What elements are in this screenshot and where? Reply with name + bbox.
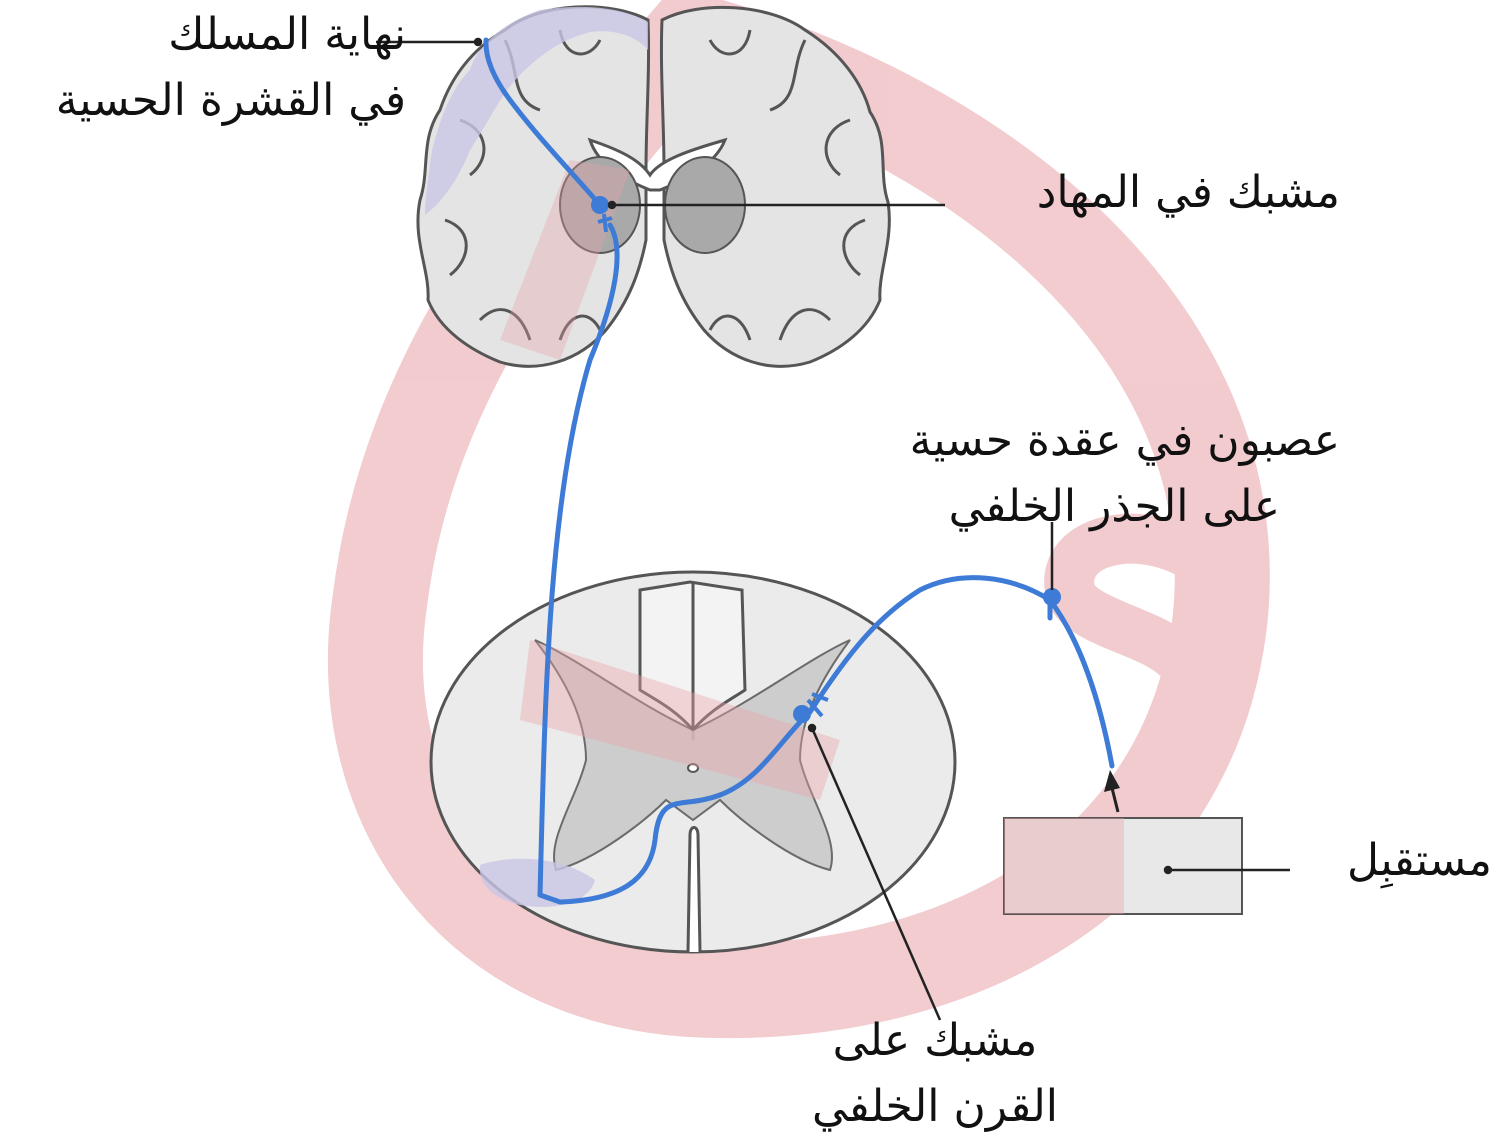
receptor-overlay — [1004, 818, 1124, 914]
ventral-fissure — [688, 828, 700, 953]
label-dorsal-horn-synapse: مشبك على القرن الخلفي — [770, 1008, 1100, 1140]
label-receptor-text: مستقبِل — [1296, 828, 1492, 894]
label-ganglion-neuron: عصبون في عقدة حسية على الجذر الخلفي — [800, 408, 1340, 540]
label-dorsal-horn-synapse-line2: القرن الخلفي — [770, 1074, 1100, 1140]
spinal-cord-section — [431, 572, 955, 952]
dorsal-horn-synapse-dot — [793, 705, 811, 723]
label-receptor: مستقبِل — [1296, 828, 1492, 894]
thalamus-synapse-dot — [591, 196, 609, 214]
label-dorsal-horn-synapse-line1: مشبك على — [770, 1008, 1100, 1074]
label-ganglion-neuron-line1: عصبون في عقدة حسية — [800, 408, 1340, 474]
label-tract-end: نهاية المسلك في القشرة الحسية — [6, 2, 406, 134]
ganglion-neuron-body — [1043, 588, 1061, 606]
label-tract-end-line2: في القشرة الحسية — [6, 68, 406, 134]
label-tract-end-line1: نهاية المسلك — [6, 2, 406, 68]
label-thalamus-synapse-text: مشبك في المهاد — [950, 160, 1340, 226]
label-thalamus-synapse: مشبك في المهاد — [950, 160, 1340, 226]
label-ganglion-neuron-line2: على الجذر الخلفي — [800, 474, 1340, 540]
